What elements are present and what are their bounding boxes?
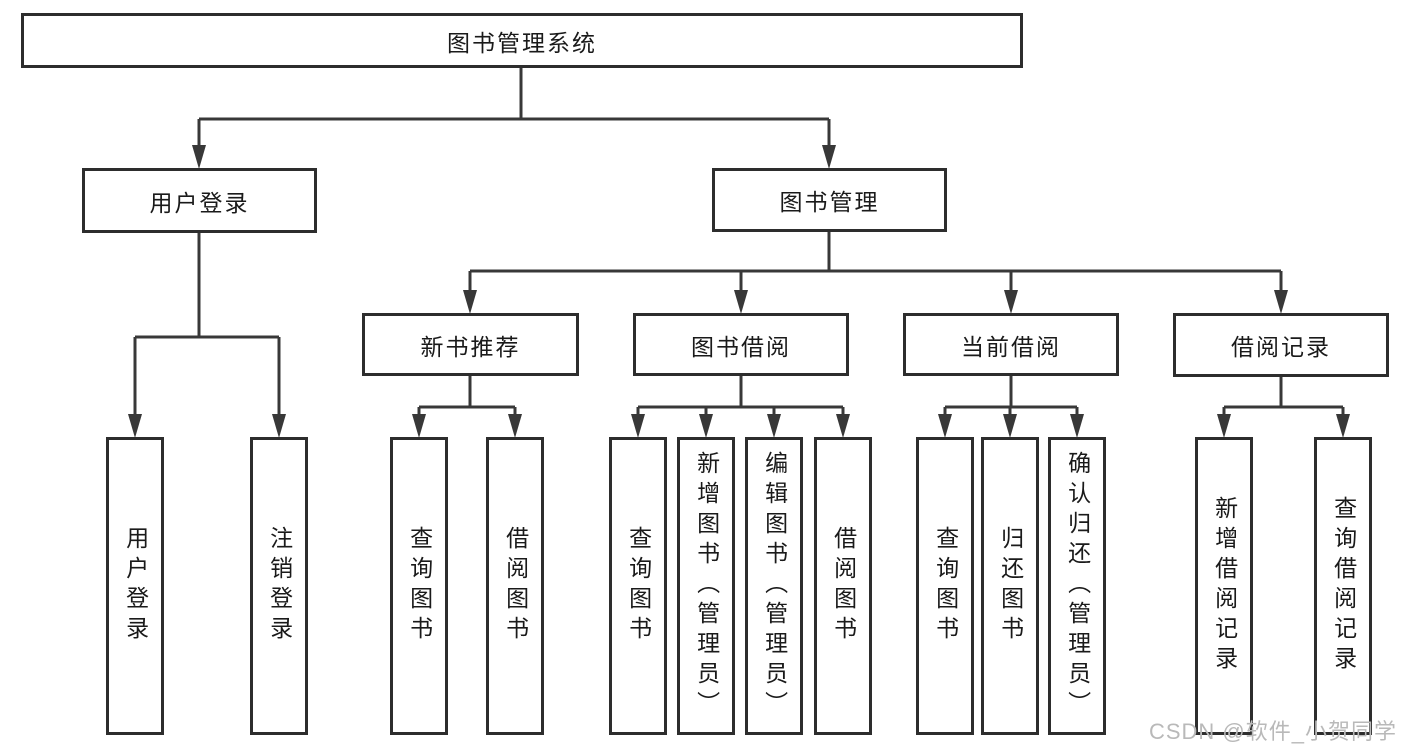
node-book-borrow: 图书借阅 [633,313,849,376]
leaf-cb-query-book: 查询图书 [916,437,974,735]
node-root-label: 图书管理系统 [447,29,597,56]
leaf-nbr-query-book-label: 查询图书 [406,526,433,646]
leaf-cb-query-book-label: 查询图书 [932,526,959,646]
node-root: 图书管理系统 [21,13,1023,68]
leaf-br-query-record: 查询借阅记录 [1314,437,1372,735]
leaf-bb-query-book: 查询图书 [609,437,667,735]
leaf-user-login-label: 用户登录 [122,526,149,646]
leaf-bb-add-book-admin: 新增图书（管理员） [677,437,735,735]
leaf-nbr-borrow-book-label: 借阅图书 [502,526,529,646]
node-current-borrow: 当前借阅 [903,313,1119,376]
leaf-bb-borrow-book: 借阅图书 [814,437,872,735]
leaf-bb-add-book-admin-label: 新增图书（管理员） [693,451,720,721]
leaf-bb-edit-book-admin: 编辑图书（管理员） [745,437,803,735]
leaf-cb-return-book: 归还图书 [981,437,1039,735]
leaf-cb-return-book-label: 归还图书 [997,526,1024,646]
leaf-br-add-record: 新增借阅记录 [1195,437,1253,735]
node-borrow-records-label: 借阅记录 [1231,334,1331,360]
node-borrow-records: 借阅记录 [1173,313,1389,377]
csdn-watermark: CSDN @软件_小贺同学 [1148,719,1397,744]
leaf-bb-edit-book-admin-label: 编辑图书（管理员） [761,451,788,721]
node-book-management-label: 图书管理 [779,189,880,215]
leaf-logout-label: 注销登录 [266,526,293,646]
leaf-nbr-query-book: 查询图书 [390,437,448,735]
node-new-book-recommend-label: 新书推荐 [420,333,521,360]
node-book-borrow-label: 图书借阅 [691,333,791,360]
node-user-login: 用户登录 [82,168,317,233]
leaf-br-query-record-label: 查询借阅记录 [1330,496,1357,676]
leaf-bb-borrow-book-label: 借阅图书 [830,526,857,646]
leaf-nbr-borrow-book: 借阅图书 [486,437,544,735]
leaf-cb-confirm-return-admin: 确认归还（管理员） [1048,437,1106,735]
leaf-logout: 注销登录 [250,437,308,735]
node-current-borrow-label: 当前借阅 [961,333,1061,360]
leaf-br-add-record-label: 新增借阅记录 [1211,496,1238,676]
leaf-bb-query-book-label: 查询图书 [625,526,652,646]
leaf-cb-confirm-return-admin-label: 确认归还（管理员） [1064,451,1091,721]
node-user-login-label: 用户登录 [149,189,250,216]
node-book-management: 图书管理 [712,168,947,232]
node-new-book-recommend: 新书推荐 [362,313,579,376]
leaf-user-login: 用户登录 [106,437,164,735]
